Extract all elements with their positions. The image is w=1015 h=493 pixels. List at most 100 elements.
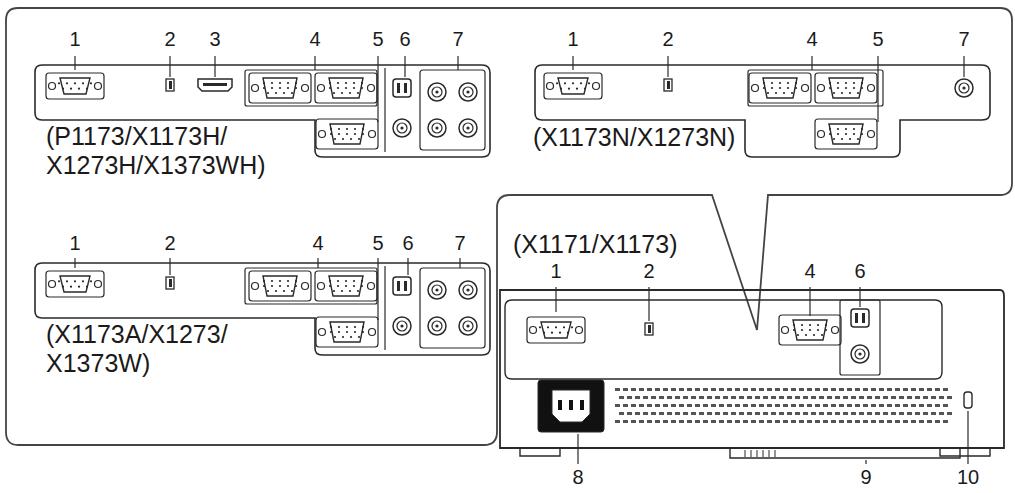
svideo-jack (393, 79, 411, 97)
label-holder: 4 (312, 232, 323, 255)
vent-slot (943, 404, 948, 407)
usb-tongue (169, 279, 172, 287)
pin (90, 82, 92, 84)
vent-slot (735, 420, 740, 423)
vent-slot (711, 420, 716, 423)
vent-slot (767, 420, 772, 423)
pin (564, 82, 566, 84)
video-group (840, 300, 880, 375)
pin (576, 88, 578, 90)
leader-line (963, 56, 964, 77)
vent-slot (943, 420, 948, 423)
label-holder: 3 (209, 28, 220, 51)
rca-pin (962, 86, 965, 89)
rca-ring (397, 321, 407, 331)
vent-slot (759, 420, 764, 423)
vent-slot (631, 420, 636, 423)
pin (821, 334, 823, 336)
vent-slot (887, 404, 892, 407)
pin (358, 138, 360, 140)
pin (350, 336, 352, 338)
pin (349, 92, 351, 94)
divider (384, 68, 385, 152)
vent-slot (615, 388, 620, 391)
vent-slot (915, 412, 920, 415)
vent-slot (695, 388, 700, 391)
svideo-key (404, 83, 407, 93)
pin (362, 133, 364, 135)
vent-slot (631, 404, 636, 407)
vent-slot (879, 404, 884, 407)
panel-plate (505, 300, 942, 379)
pin (279, 87, 281, 89)
vent-slot (707, 396, 712, 399)
vga-in-port-shell (315, 271, 377, 301)
vent-slot (939, 412, 944, 415)
label-holder: 2 (643, 260, 654, 283)
pin (349, 290, 351, 292)
rca-pin (466, 126, 469, 129)
leader-line (967, 411, 968, 464)
vent-slot (743, 420, 748, 423)
pin (795, 87, 797, 89)
vga-in-port (329, 276, 363, 296)
pin (287, 82, 289, 84)
leader-line (811, 56, 812, 70)
pin (857, 92, 859, 94)
callout-number: 2 (662, 28, 673, 51)
screw (252, 283, 259, 290)
pin (588, 82, 590, 84)
serial-port (60, 78, 90, 94)
projector-housing (500, 290, 1004, 448)
pin (841, 92, 843, 94)
label-holder: 6 (402, 232, 413, 255)
svideo-key (404, 281, 407, 291)
leader-line (74, 258, 75, 268)
pin (829, 128, 831, 130)
label-holder: 7 (958, 28, 969, 51)
label-holder: 4 (309, 28, 320, 51)
vent-slot (783, 404, 788, 407)
vent-slot (855, 420, 860, 423)
pin (283, 92, 285, 94)
vent-slot (743, 388, 748, 391)
pin (358, 336, 360, 338)
vga-in-port-shell (749, 73, 811, 103)
pin (267, 92, 269, 94)
pin (350, 138, 352, 140)
serial-port-shell (46, 271, 104, 297)
vent-slot (767, 404, 772, 407)
vent-slot (695, 404, 700, 407)
vent-slot (655, 404, 660, 407)
leader-line (572, 56, 573, 70)
pin (279, 285, 281, 287)
usb-tongue (648, 325, 651, 333)
vent-slot (795, 412, 800, 415)
vent-slot (851, 396, 856, 399)
pin (787, 87, 789, 89)
vent-slot (871, 420, 876, 423)
vent-slot (899, 396, 904, 399)
vent-slot (699, 396, 704, 399)
rca-ring (463, 123, 473, 133)
vent-slot (803, 412, 808, 415)
pin (849, 92, 851, 94)
vent-slot (627, 412, 632, 415)
label-holder: 4 (806, 28, 817, 51)
pin (295, 280, 297, 282)
vent-slot (643, 412, 648, 415)
leader-line (865, 460, 866, 464)
pin (58, 82, 60, 84)
vent-slot (715, 396, 720, 399)
pin (809, 329, 811, 331)
vga-in-port (829, 78, 863, 98)
pin (345, 87, 347, 89)
vent-slot (883, 396, 888, 399)
pin (556, 82, 558, 84)
pin (353, 285, 355, 287)
vent-slot (847, 388, 852, 391)
leader-line (555, 287, 556, 312)
vent-slot (739, 396, 744, 399)
vent-slot (811, 396, 816, 399)
